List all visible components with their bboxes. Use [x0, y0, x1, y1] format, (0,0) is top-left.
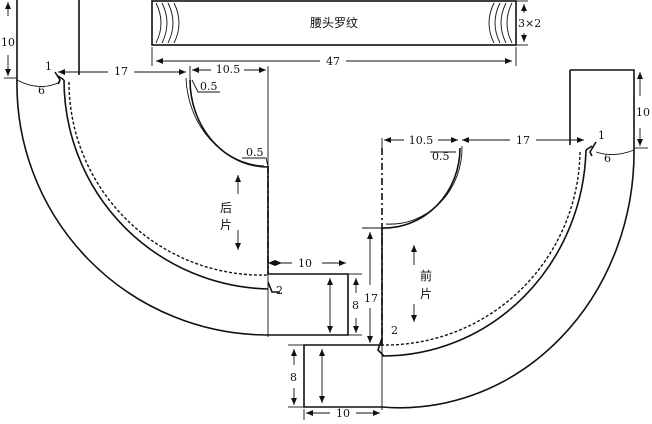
front-main-dim: 17 — [516, 134, 530, 147]
front-side-dim: 8 — [290, 371, 297, 384]
front-label-top: 前 — [420, 268, 432, 283]
back-ext-dim: 6 — [38, 84, 45, 97]
back-width-dim: 10 — [298, 257, 312, 270]
back-shoulder-offset-dim: 0.5 — [246, 146, 264, 159]
back-main-dim: 17 — [114, 65, 128, 78]
back-piece: 10 1 6 17 10.5 0.5 0.5 后 片 10 8 2 — [1, 0, 362, 337]
waistband-length-dim: 47 — [326, 55, 340, 68]
back-neck-offset-dim: 0.5 — [200, 80, 218, 93]
front-piece: 10.5 17 1 10 6 0.5 17 前 片 2 8 10 — [288, 69, 650, 420]
front-long-dim: 17 — [364, 292, 378, 305]
front-label-bottom: 片 — [420, 287, 432, 301]
front-neck-dim: 10.5 — [409, 134, 434, 147]
front-neck-offset-dim: 0.5 — [432, 150, 450, 163]
back-label-top: 后 — [220, 201, 232, 215]
back-side-dim: 8 — [352, 299, 359, 312]
waistband-label: 腰头罗纹 — [310, 16, 358, 30]
front-corner-dim: 2 — [391, 324, 398, 337]
waistband-piece: 腰头罗纹 3×2 47 — [151, 0, 541, 68]
back-corner-dim: 2 — [276, 284, 283, 297]
back-neck-dim: 10.5 — [216, 63, 241, 76]
front-width-dim: 10 — [336, 407, 350, 420]
front-ext-dim: 6 — [604, 152, 611, 165]
back-label-bottom: 片 — [220, 218, 232, 232]
back-height-dim: 10 — [1, 36, 15, 49]
front-height-dim: 10 — [636, 106, 650, 119]
back-tab-dim: 1 — [45, 60, 52, 73]
waistband-height-dim: 3×2 — [518, 17, 541, 30]
front-tab-dim: 1 — [598, 129, 605, 142]
